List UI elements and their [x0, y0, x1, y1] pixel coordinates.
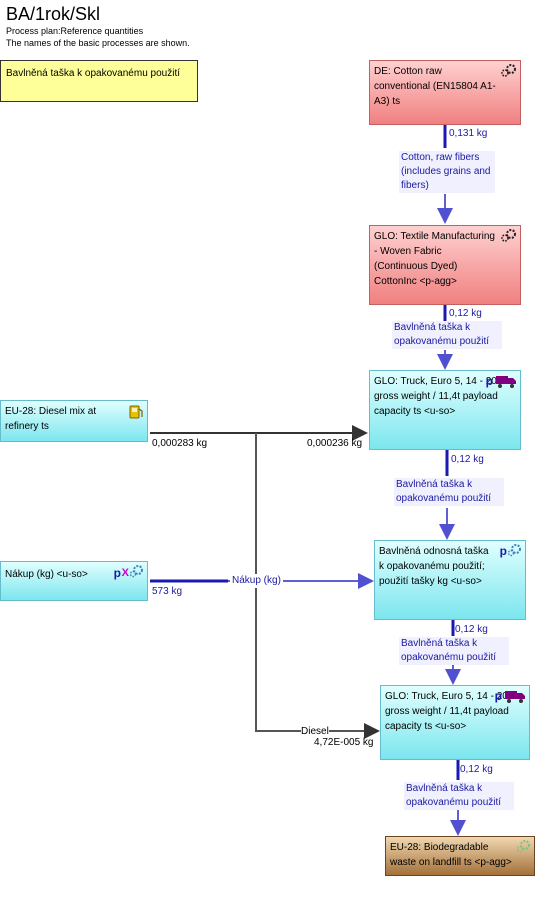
plan-title: BA/1rok/Skl [6, 4, 101, 24]
process-diesel-label: EU-28: Diesel mix at refinery ts [5, 406, 97, 432]
process-landfill-label: EU-28: Biodegradable waste on landfill t… [390, 842, 512, 868]
process-truck-1-label: GLO: Truck, Euro 5, 14 - 20t gross weigh… [374, 376, 500, 417]
nakup-flow-name[interactable]: Nákup (kg) [230, 574, 283, 588]
gear-icon [508, 544, 521, 557]
process-bag-label: Bavlněná odnosná taška k opakovanému pou… [379, 546, 489, 587]
p-icon: p [499, 544, 507, 558]
process-truck-2-label: GLO: Truck, Euro 5, 14 - 20t gross weigh… [385, 691, 511, 732]
diesel-input-quantity-1: 0,000236 kg [307, 438, 363, 449]
process-cotton-label: DE: Cotton raw conventional (EN15804 A1-… [374, 66, 496, 107]
process-truck-2[interactable]: GLO: Truck, Euro 5, 14 - 20t gross weigh… [380, 685, 530, 760]
process-bag[interactable]: Bavlněná odnosná taška k opakovanému pou… [374, 540, 526, 620]
diesel-flow-name[interactable]: Diesel [301, 726, 329, 737]
process-diesel[interactable]: EU-28: Diesel mix at refinery ts [0, 400, 148, 442]
process-nakup-label: Nákup (kg) <u-so> [5, 569, 88, 580]
p-icon: p [113, 566, 121, 580]
process-landfill[interactable]: EU-28: Biodegradable waste on landfill t… [385, 836, 535, 876]
diesel-output-quantity: 0,000283 kg [152, 438, 208, 449]
gear-icon [501, 229, 516, 242]
p-icon: p [494, 689, 502, 703]
process-truck-1[interactable]: GLO: Truck, Euro 5, 14 - 20t gross weigh… [369, 370, 521, 450]
truck-icon [505, 691, 525, 703]
note-box[interactable]: Bavlněná taška k opakovanému použití [0, 60, 198, 102]
flow-5-quantity: 0,12 kg [460, 764, 493, 775]
gear-icon [130, 565, 143, 578]
flow-4-name[interactable]: Bavlněná taška k opakovanému použití [399, 637, 509, 665]
flow-4-quantity: 0,12 kg [455, 624, 488, 635]
gear-icon [501, 64, 516, 77]
flow-2-quantity: 0,12 kg [449, 308, 482, 319]
flow-3-quantity: 0,12 kg [451, 454, 484, 465]
flow-2-name[interactable]: Bavlněná taška k opakovanému použití [392, 321, 502, 349]
process-nakup[interactable]: Nákup (kg) <u-so> p X [0, 561, 148, 601]
plan-subtitle-2: The names of the basic processes are sho… [6, 38, 190, 48]
fuel-pump-icon [129, 405, 143, 419]
p-icon: p [485, 374, 493, 388]
flow-1-name[interactable]: Cotton, raw fibers (includes grains and … [399, 151, 495, 193]
flow-1-quantity: 0,131 kg [449, 128, 488, 139]
flow-3-name[interactable]: Bavlněná taška k opakovanému použití [394, 478, 504, 506]
process-cotton[interactable]: DE: Cotton raw conventional (EN15804 A1-… [369, 60, 521, 125]
process-textile[interactable]: GLO: Textile Manufacturing - Woven Fabri… [369, 225, 521, 305]
truck-icon [496, 376, 516, 388]
nakup-output-quantity: 573 kg [152, 586, 183, 597]
diesel-input-quantity-2: 4,72E-005 kg [314, 737, 374, 748]
diesel-line-2 [255, 433, 380, 739]
plan-subtitle-1: Process plan:Reference quantities [6, 26, 144, 36]
x-icon: X [121, 567, 129, 579]
process-textile-label: GLO: Textile Manufacturing - Woven Fabri… [374, 231, 495, 287]
gear-icon [517, 840, 530, 853]
flow-5-name[interactable]: Bavlněná taška k opakovanému použití [404, 782, 514, 810]
